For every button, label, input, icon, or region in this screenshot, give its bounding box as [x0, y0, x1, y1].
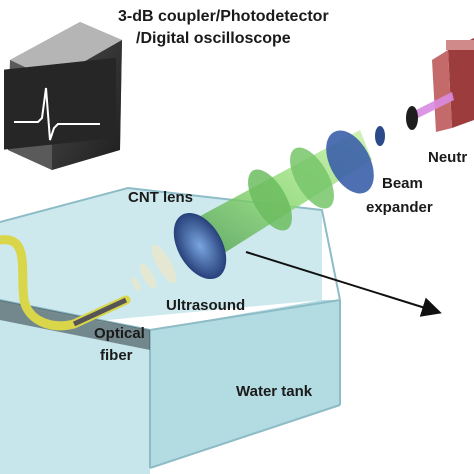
oscilloscope-monitor-icon [4, 22, 122, 170]
water-tank [0, 186, 341, 474]
label-optical: Optical [94, 325, 145, 342]
neutral-filter [406, 106, 418, 130]
label-beam: Beam [382, 175, 423, 192]
optical-fiber [0, 235, 131, 331]
pointer-arrow [245, 251, 442, 317]
beam-expander-lens [326, 130, 374, 194]
waveform-icon [14, 87, 100, 141]
label-fiber: fiber [100, 347, 133, 364]
label-neutral-partial: Neutr [428, 149, 468, 166]
laser-beam [412, 92, 454, 120]
label-equipment-line2: /Digital oscilloscope [136, 30, 291, 47]
label-expander: expander [366, 199, 433, 216]
beam-ring [290, 147, 334, 209]
beam-expander-lens-small [375, 126, 385, 146]
label-equipment-line1: 3-dB coupler/Photodetector [118, 8, 329, 25]
label-water-tank: Water tank [236, 383, 313, 400]
beam-ring-2 [248, 169, 292, 231]
ultrasound-waves [131, 244, 177, 292]
label-cnt-lens: CNT lens [128, 189, 194, 206]
label-ultrasound: Ultrasound [166, 297, 246, 314]
laser-source-icon [432, 38, 474, 132]
cnt-lens [173, 212, 227, 280]
fiber-tip [72, 297, 128, 327]
